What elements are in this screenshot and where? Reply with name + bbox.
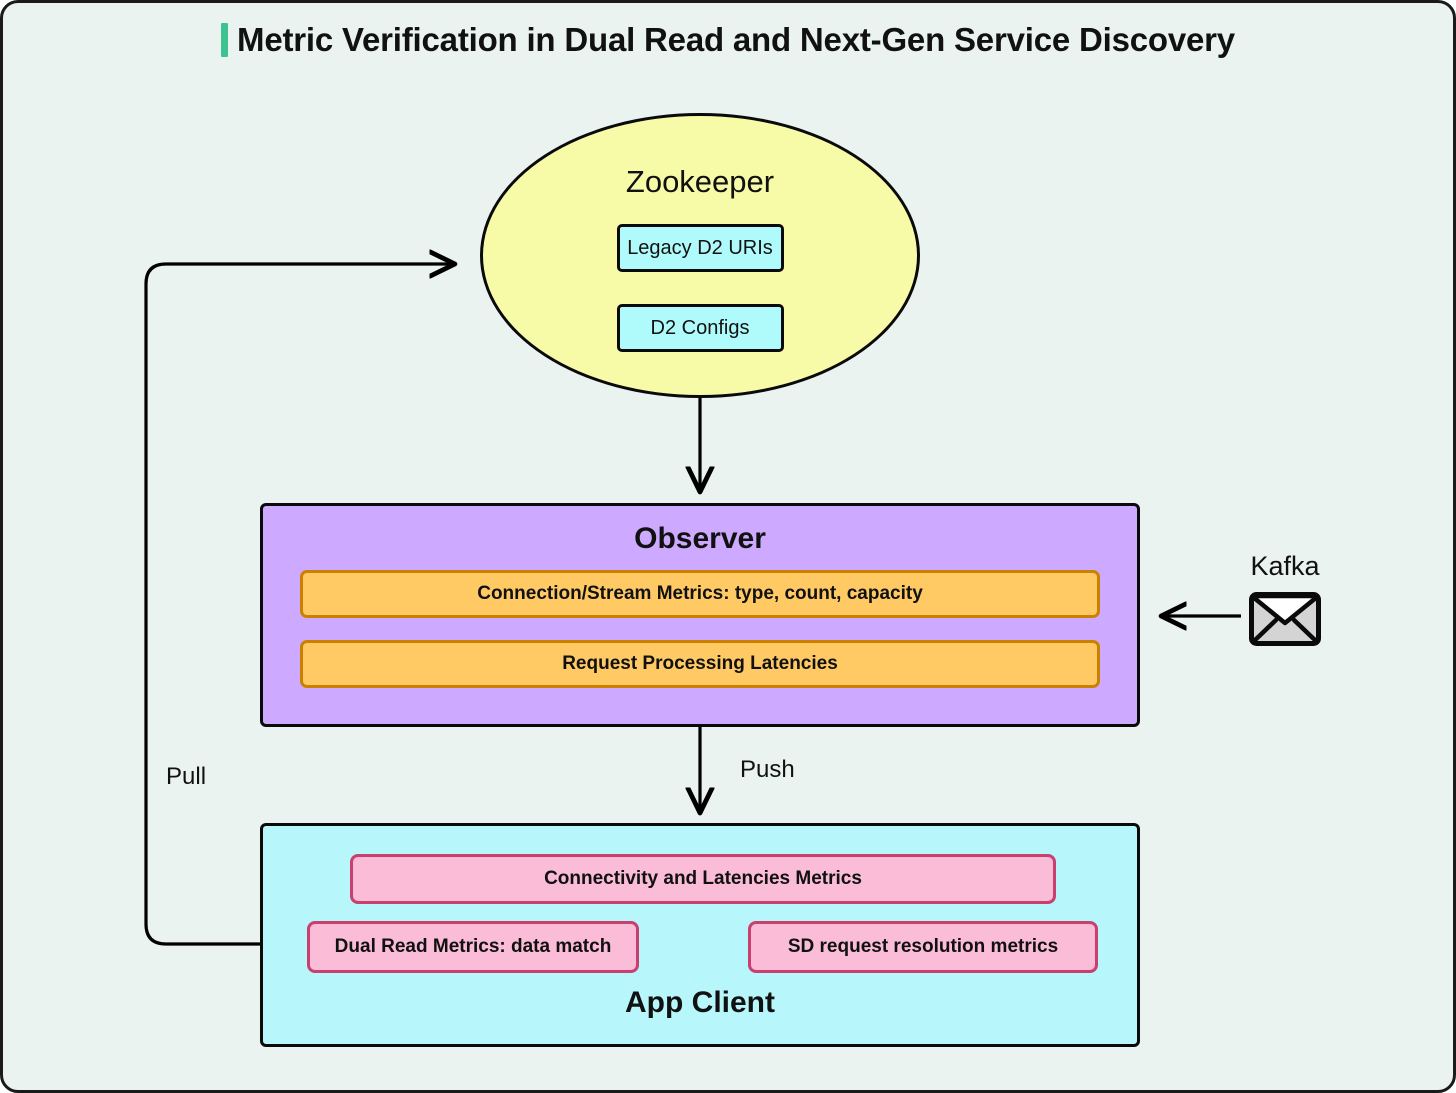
node-zookeeper-label: Zookeeper bbox=[625, 164, 775, 199]
appclient-item-dual-read-metrics[interactable]: Dual Read Metrics: data match bbox=[307, 921, 639, 973]
title-accent-bar bbox=[221, 23, 229, 57]
appclient-item-sd-request-resolution-metrics[interactable]: SD request resolution metrics bbox=[748, 921, 1098, 973]
node-observer-label: Observer bbox=[634, 522, 766, 555]
observer-item-connection-stream-metrics[interactable]: Connection/Stream Metrics: type, count, … bbox=[300, 570, 1100, 618]
node-kafka[interactable]: Kafka bbox=[1215, 551, 1355, 646]
node-app-client-label: App Client bbox=[625, 986, 775, 1019]
edge-label-pull: Pull bbox=[166, 763, 207, 790]
page-title-text: Metric Verification in Dual Read and Nex… bbox=[237, 21, 1235, 58]
edge-label-push: Push bbox=[740, 756, 795, 783]
node-app-client[interactable]: Connectivity and Latencies Metrics Dual … bbox=[260, 823, 1140, 1047]
node-zookeeper[interactable]: Zookeeper Legacy D2 URIs D2 Configs bbox=[480, 113, 920, 398]
node-observer[interactable]: Observer Connection/Stream Metrics: type… bbox=[260, 503, 1140, 727]
zookeeper-item-legacy-d2-uris[interactable]: Legacy D2 URIs bbox=[616, 224, 784, 272]
observer-item-request-processing-latencies[interactable]: Request Processing Latencies bbox=[300, 640, 1100, 688]
page-title: Metric Verification in Dual Read and Nex… bbox=[3, 21, 1453, 59]
node-kafka-label: Kafka bbox=[1250, 551, 1320, 581]
envelope-icon bbox=[1249, 592, 1321, 646]
zookeeper-item-d2-configs[interactable]: D2 Configs bbox=[616, 304, 784, 352]
appclient-item-connectivity-latencies-metrics[interactable]: Connectivity and Latencies Metrics bbox=[350, 854, 1056, 904]
